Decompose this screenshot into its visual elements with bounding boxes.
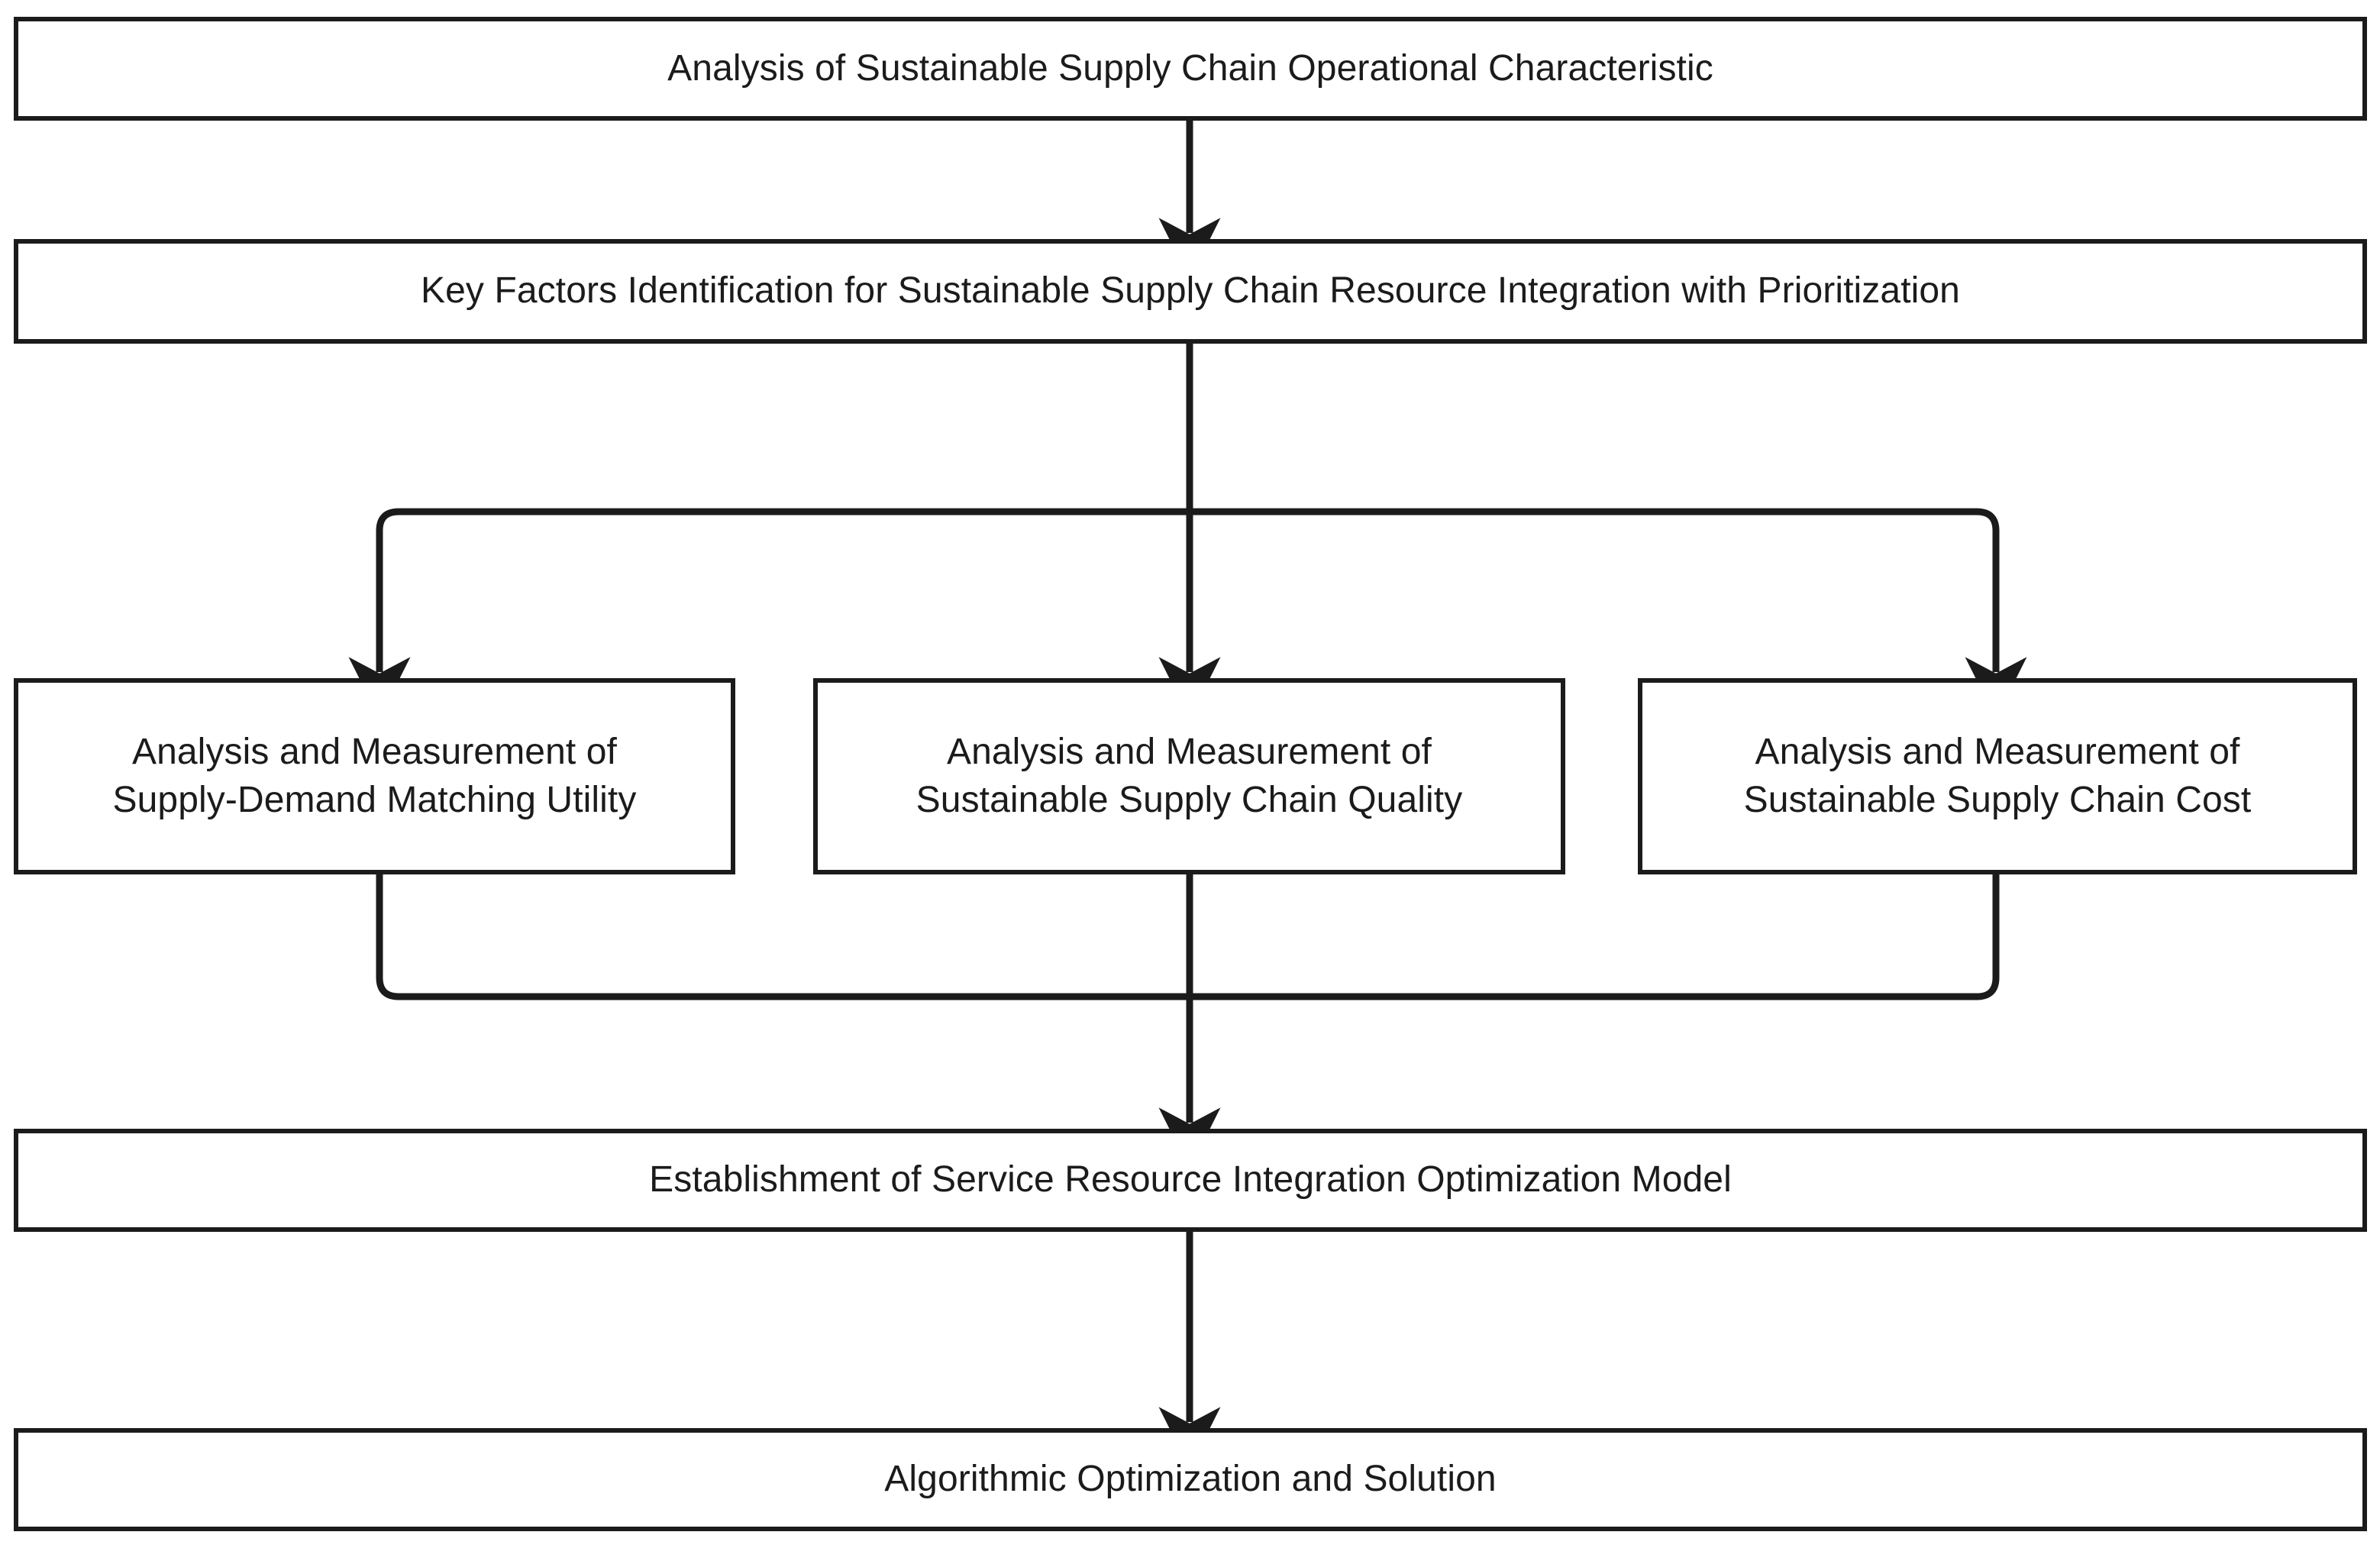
edge-supply-chain-cost-to-optimization-model	[1190, 874, 2000, 1000]
node-analysis-characteristic-label: Analysis of Sustainable Supply Chain Ope…	[667, 47, 1713, 89]
edge-key-factors-to-supply-demand-utility	[348, 508, 1190, 719]
node-supply-chain-cost[interactable]: Analysis and Measurement of Sustainable …	[1638, 678, 2357, 874]
node-key-factors-label: Key Factors Identification for Sustainab…	[421, 270, 1960, 312]
node-supply-demand-utility[interactable]: Analysis and Measurement of Supply-Deman…	[14, 678, 735, 874]
edge-key-factors-to-supply-chain-cost	[1190, 508, 2027, 719]
edge-supply-demand-utility-to-optimization-model	[376, 874, 1190, 1000]
node-optimization-model-label: Establishment of Service Resource Integr…	[649, 1159, 1732, 1201]
node-optimization-model[interactable]: Establishment of Service Resource Integr…	[14, 1129, 2367, 1232]
node-supply-chain-cost-label: Analysis and Measurement of Sustainable …	[1743, 732, 2252, 820]
node-supply-chain-quality-label: Analysis and Measurement of Sustainable …	[916, 732, 1463, 820]
node-algorithmic-solution[interactable]: Algorithmic Optimization and Solution	[14, 1428, 2367, 1531]
node-analysis-characteristic[interactable]: Analysis of Sustainable Supply Chain Ope…	[14, 17, 2367, 121]
node-supply-chain-quality[interactable]: Analysis and Measurement of Sustainable …	[813, 678, 1565, 874]
node-key-factors[interactable]: Key Factors Identification for Sustainab…	[14, 239, 2367, 344]
node-algorithmic-solution-label: Algorithmic Optimization and Solution	[884, 1459, 1497, 1500]
node-supply-demand-utility-label: Analysis and Measurement of Supply-Deman…	[112, 732, 637, 820]
